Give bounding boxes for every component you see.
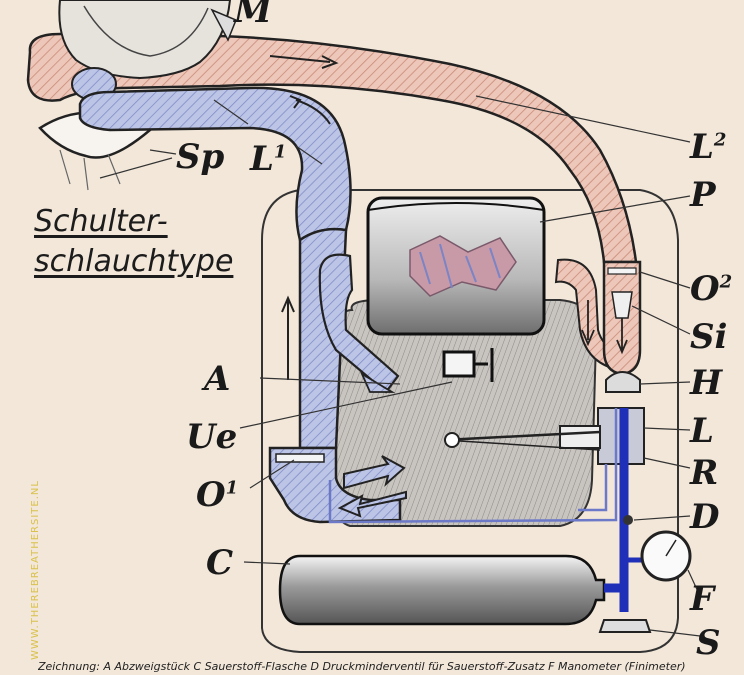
manometer-needle [665,539,677,557]
label-A: A [204,359,231,399]
leader-lines [99,95,701,637]
oxygen-bypass-line [578,464,608,512]
up-arrow [281,295,295,380]
exhale-down-arrow [581,300,595,347]
label-L1: L1 [250,139,287,179]
diagram-title: Schulter- schlauchtype [34,202,233,282]
cartridge-rim [367,202,545,211]
label-P: P [690,175,716,215]
cartridge-window-hatch [419,243,501,289]
demand-valve-piston [559,425,601,449]
oxygen-bypass-line [328,408,618,524]
figure-caption: Zeichnung: A Abzweigstück C Sauerstoff-F… [38,660,686,673]
mask-detail [83,5,209,57]
bag-flow-arrow [337,490,407,518]
inhale-valve-disc [275,453,325,463]
label-F: F [690,579,715,619]
label-Sp: Sp [176,137,225,177]
cartridge-window [409,235,517,297]
exhalation-hose [26,32,638,264]
exhale-flow-arrow [269,55,331,63]
demand-lever [443,430,601,442]
return-hose [318,253,400,394]
site-watermark: WWW.THEREBREATHERSITE.NL [30,480,41,660]
safety-valve-spring [616,318,628,355]
lever-pivot [444,432,460,448]
label-M: M [234,0,272,31]
spit-valve-rays [59,149,121,191]
safety-valve [611,291,633,319]
overpressure-valve [442,350,476,378]
title-line-1: Schulter- [34,204,168,239]
label-R: R [690,453,719,493]
reducing-valve [623,515,633,525]
title-line-2: schlauchtype [34,244,234,279]
mask-strap [210,8,237,42]
face-mask [58,0,232,80]
housing-outline [261,189,679,653]
overpressure-valve-stem [474,348,494,382]
label-H: H [690,363,723,403]
relief-valve [605,371,641,393]
label-L: L [690,411,714,451]
oxygen-cylinder [278,554,606,626]
label-D: D [690,497,720,537]
shutoff-valve [598,619,652,633]
label-O1: O1 [196,475,239,515]
inhale-flow-arrow [289,95,302,109]
label-O2: O2 [690,269,733,309]
label-Si: Si [690,317,728,357]
label-Ue: Ue [186,417,238,457]
label-L2: L2 [690,127,727,167]
exhale-valve-disc [607,267,637,275]
exhale-flow-arrow [321,55,339,69]
demand-lever [443,439,601,451]
bag-flow-arrow [343,455,406,490]
label-C: C [206,543,234,583]
label-S: S [696,623,721,663]
